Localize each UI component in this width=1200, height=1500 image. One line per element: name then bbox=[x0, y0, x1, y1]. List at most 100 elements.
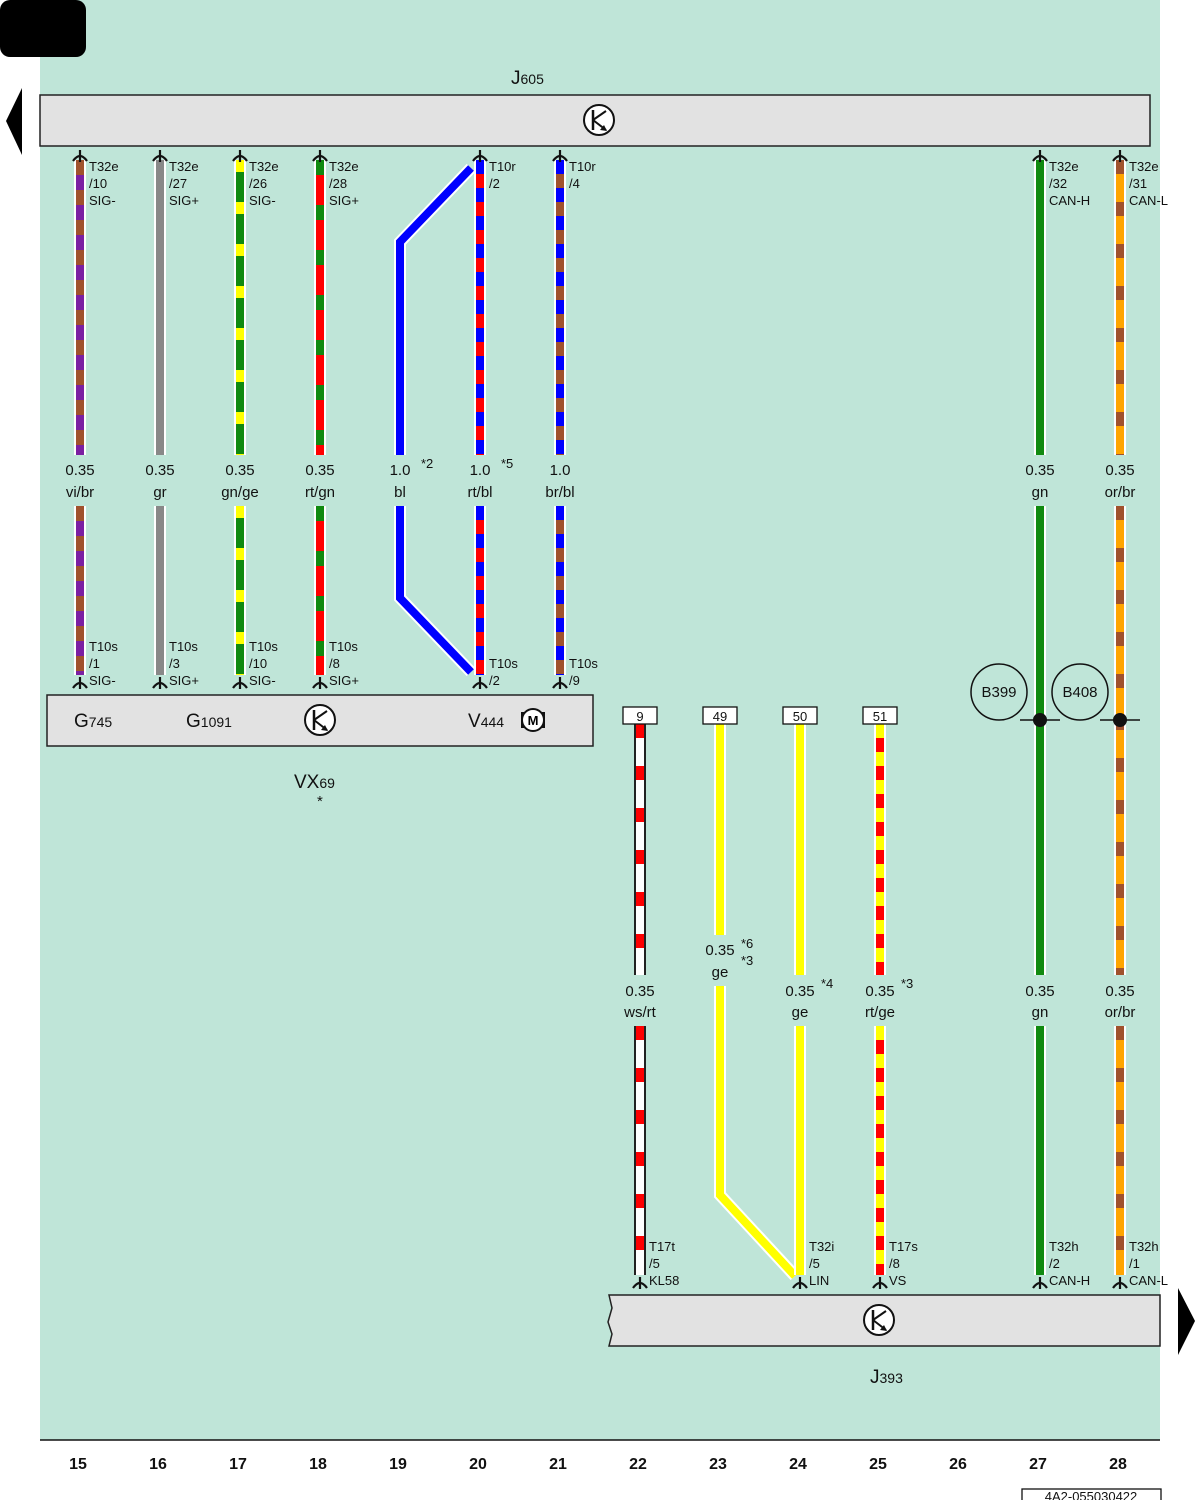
control-unit-icon bbox=[304, 704, 336, 736]
column-number: 20 bbox=[469, 1456, 487, 1473]
pin-15-top-3: SIG- bbox=[89, 193, 116, 208]
wire-22-size: 0.35 bbox=[625, 983, 654, 1000]
j605-name: J bbox=[511, 68, 521, 89]
pin-17-top-3: SIG- bbox=[249, 193, 276, 208]
connector-pin-icon bbox=[72, 677, 88, 689]
junction-b408: B408 bbox=[1051, 663, 1140, 727]
column-number: 21 bbox=[549, 1456, 567, 1473]
j605-sub: 605 bbox=[521, 71, 545, 87]
wire-27b-color: gn bbox=[1032, 1004, 1049, 1021]
connector-pin-icon bbox=[632, 1277, 648, 1289]
pin-16-top-1: T32e bbox=[169, 159, 199, 174]
pin-28-bot-3: CAN-L bbox=[1129, 1273, 1168, 1288]
connector-pin-icon bbox=[72, 150, 88, 162]
wire-22-color: ws/rt bbox=[623, 1004, 656, 1021]
wire-24-size: 0.35 bbox=[785, 983, 814, 1000]
column-number: 22 bbox=[629, 1456, 647, 1473]
column-number: 28 bbox=[1109, 1456, 1127, 1473]
wire-labels: 0.35 vi/br 0.35 gr 0.35 gn/ge 0.35 rt/gn… bbox=[65, 456, 1135, 1021]
module-j393: J393 bbox=[607, 1294, 1161, 1388]
pin-27-top-3: CAN-H bbox=[1049, 193, 1090, 208]
path-ref-49: 49 bbox=[713, 709, 727, 724]
pin-24-bot-2: /5 bbox=[809, 1256, 820, 1271]
wire-25-color: rt/ge bbox=[865, 1004, 895, 1021]
wire-25-size: 0.35 bbox=[865, 983, 894, 1000]
wire-19-size: 1.0 bbox=[390, 462, 411, 479]
column-number: 25 bbox=[869, 1456, 887, 1473]
wire-20-note: *5 bbox=[501, 456, 513, 471]
wire-23-size: 0.35 bbox=[705, 942, 734, 959]
pin-17-bot-1: T10s bbox=[249, 639, 278, 654]
path-refs: 9 49 50 51 bbox=[622, 706, 898, 725]
pin-16-bot-3: SIG+ bbox=[169, 673, 199, 688]
pin-27-top-2: /32 bbox=[1049, 176, 1067, 191]
path-ref-51: 51 bbox=[873, 709, 887, 724]
module-j605: J605 bbox=[39, 68, 1151, 147]
wire-24-note: *4 bbox=[821, 976, 833, 991]
pin-17-bot-3: SIG- bbox=[249, 673, 276, 688]
column-number: 17 bbox=[229, 1456, 247, 1473]
wire-17-size: 0.35 bbox=[225, 462, 254, 479]
connector-pin-icon bbox=[552, 150, 568, 162]
vx69-name: VX bbox=[294, 772, 320, 793]
wire-27a-size: 0.35 bbox=[1025, 462, 1054, 479]
pin-21-bot-2: /9 bbox=[569, 673, 580, 688]
connector-pin-icon bbox=[792, 1277, 808, 1289]
pin-15-top-2: /10 bbox=[89, 176, 107, 191]
wire-16-color: gr bbox=[153, 484, 166, 501]
pin-25-bot-3: VS bbox=[889, 1273, 907, 1288]
previous-page-arrow-icon[interactable] bbox=[6, 88, 22, 155]
wire-23 bbox=[714, 724, 800, 1281]
wire-28b-size: 0.35 bbox=[1105, 983, 1134, 1000]
control-unit-icon bbox=[583, 104, 615, 136]
g745-name: G bbox=[74, 711, 89, 732]
pin-22-bot-1: T17t bbox=[649, 1239, 675, 1254]
wire-20-size: 1.0 bbox=[470, 462, 491, 479]
connector-pin-icon bbox=[232, 677, 248, 689]
column-number: 23 bbox=[709, 1456, 727, 1473]
connector-pin-icon bbox=[872, 1277, 888, 1289]
wire-23-note-2: *3 bbox=[741, 953, 753, 968]
pin-17-top-2: /26 bbox=[249, 176, 267, 191]
document-id-text: 4A2-055030422 bbox=[1045, 1489, 1138, 1500]
connector-pin-icon bbox=[472, 150, 488, 162]
pin-28-bot-2: /1 bbox=[1129, 1256, 1140, 1271]
j393-sub: 393 bbox=[880, 1370, 904, 1386]
column-number: 24 bbox=[789, 1456, 807, 1473]
junction-b399: B399 bbox=[970, 663, 1060, 727]
vx69-note: * bbox=[317, 793, 323, 810]
svg-text:V444: V444 bbox=[468, 711, 504, 732]
pin-25-bot-1: T17s bbox=[889, 1239, 918, 1254]
svg-text:J605: J605 bbox=[511, 68, 544, 89]
pin-25-bot-2: /8 bbox=[889, 1256, 900, 1271]
wire-24-color: ge bbox=[792, 1004, 809, 1021]
pin-15-bot-2: /1 bbox=[89, 656, 100, 671]
svg-text:M: M bbox=[528, 713, 539, 728]
wire-23-color: ge bbox=[712, 964, 729, 981]
pin-18-bot-1: T10s bbox=[329, 639, 358, 654]
wire-23-note-1: *6 bbox=[741, 936, 753, 951]
wire-27b-size: 0.35 bbox=[1025, 983, 1054, 1000]
wire-21-color: br/bl bbox=[545, 484, 574, 501]
path-ref-50: 50 bbox=[793, 709, 807, 724]
wire-19-color: bl bbox=[394, 484, 406, 501]
next-page-arrow-icon[interactable] bbox=[1178, 1288, 1195, 1355]
wire-19-note: *2 bbox=[421, 456, 433, 471]
pin-18-top-3: SIG+ bbox=[329, 193, 359, 208]
pin-28-bot-1: T32h bbox=[1129, 1239, 1159, 1254]
connector-pin-icon bbox=[152, 150, 168, 162]
pin-28-top-1: T32e bbox=[1129, 159, 1159, 174]
motor-icon: M bbox=[521, 708, 545, 732]
pin-21-top-1: T10r bbox=[569, 159, 596, 174]
wire-21-size: 1.0 bbox=[550, 462, 571, 479]
pin-labels: T32e /10 SIG- T32e /27 SIG+ T32e /26 SIG… bbox=[89, 159, 1168, 1288]
svg-text:J393: J393 bbox=[870, 1367, 903, 1388]
wire-20-color: rt/bl bbox=[467, 484, 492, 501]
pin-15-bot-3: SIG- bbox=[89, 673, 116, 688]
g745-sub: 745 bbox=[89, 714, 113, 730]
wire-19 bbox=[394, 163, 476, 677]
pin-16-bot-2: /3 bbox=[169, 656, 180, 671]
pin-27-bot-1: T32h bbox=[1049, 1239, 1079, 1254]
